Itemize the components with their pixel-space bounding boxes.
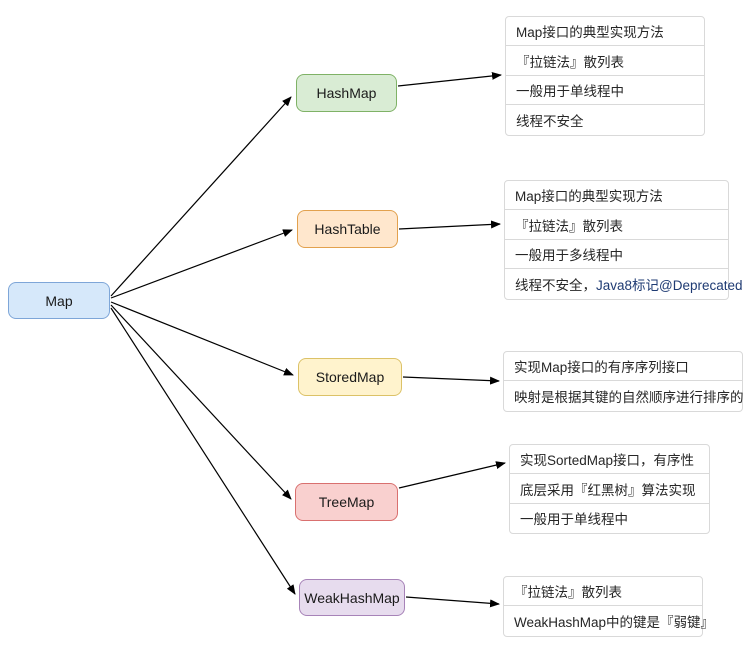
weakhashmap-notes-list: 『拉链法』散列表 WeakHashMap中的键是『弱键』 (503, 576, 714, 637)
node-storedmap-label: StoredMap (315, 369, 385, 385)
connector-map-storedmap (110, 301, 294, 376)
connector-map-treemap (110, 304, 292, 500)
node-hashtable-label: HashTable (314, 221, 381, 237)
hashtable-notes-list: Map接口的典型实现方法 『拉链法』散列表 一般用于多线程中 线程不安全，Jav… (504, 180, 743, 300)
list-item: 线程不安全，Java8标记@Deprecated (505, 269, 743, 298)
list-item: 『拉链法』散列表 (506, 46, 704, 76)
list-item: 一般用于单线程中 (510, 504, 709, 533)
node-weakhashmap-label: WeakHashMap (304, 589, 400, 606)
list-item-text: Map接口的典型实现方法 (515, 189, 663, 205)
list-item-text: Map接口的典型实现方法 (516, 25, 664, 41)
list-item-text: 『拉链法』散列表 (514, 585, 622, 601)
node-treemap: TreeMap (295, 483, 398, 521)
list-item: 一般用于单线程中 (506, 76, 704, 106)
list-item: 底层采用『红黑树』算法实现 (510, 474, 709, 504)
list-item-text: 一般用于多线程中 (515, 247, 623, 263)
deprecated-annotation: Java8标记@Deprecated (596, 277, 743, 293)
node-map: Map (8, 282, 110, 319)
list-item-text: 一般用于单线程中 (520, 512, 628, 528)
list-item: 一般用于多线程中 (505, 240, 728, 270)
node-hashtable: HashTable (297, 210, 398, 248)
connector-weakhashmap-list (405, 596, 500, 608)
list-item: 线程不安全 (506, 105, 704, 134)
node-storedmap: StoredMap (298, 358, 402, 396)
list-item-text: 实现SortedMap接口，有序性 (520, 453, 695, 469)
list-item-text: 『拉链法』散列表 (516, 54, 624, 70)
list-item: 实现Map接口的有序序列接口 (504, 352, 742, 382)
list-item: 实现SortedMap接口，有序性 (510, 445, 709, 475)
storedmap-notes-list: 实现Map接口的有序序列接口 映射是根据其键的自然顺序进行排序的 (503, 351, 744, 412)
list-item-text: 实现Map接口的有序序列接口 (514, 360, 689, 376)
list-item-text: 『拉链法』散列表 (515, 218, 623, 234)
connector-storedmap-list (402, 376, 500, 385)
connector-hashtable-list (398, 220, 501, 230)
node-weakhashmap: WeakHashMap (299, 579, 405, 616)
connector-map-hashmap (110, 96, 292, 297)
list-item: 『拉链法』散列表 (504, 577, 702, 607)
hashmap-notes-list: Map接口的典型实现方法 『拉链法』散列表 一般用于单线程中 线程不安全 (505, 16, 705, 136)
node-treemap-label: TreeMap (318, 494, 375, 510)
list-item: Map接口的典型实现方法 (506, 17, 704, 47)
list-item-text: 线程不安全， (515, 277, 596, 293)
connector-treemap-list (398, 461, 506, 489)
list-item: WeakHashMap中的键是『弱键』 (504, 606, 714, 635)
list-item: 『拉链法』散列表 (505, 210, 728, 240)
connector-map-hashtable (110, 229, 293, 299)
node-map-label: Map (45, 292, 73, 309)
list-item: Map接口的典型实现方法 (505, 181, 728, 211)
list-item-text: 一般用于单线程中 (516, 83, 624, 99)
connector-hashmap-list (397, 71, 502, 87)
node-hashmap: HashMap (296, 74, 397, 112)
treemap-notes-list: 实现SortedMap接口，有序性 底层采用『红黑树』算法实现 一般用于单线程中 (509, 444, 710, 535)
list-item-text: 底层采用『红黑树』算法实现 (520, 482, 696, 498)
list-item-text: 映射是根据其键的自然顺序进行排序的 (514, 390, 744, 406)
list-item: 映射是根据其键的自然顺序进行排序的 (504, 381, 744, 410)
list-item-text: 线程不安全 (516, 113, 584, 129)
node-hashmap-label: HashMap (316, 85, 377, 101)
list-item-text: WeakHashMap中的键是『弱键』 (514, 615, 715, 631)
connector-map-weakhashmap (110, 307, 296, 595)
